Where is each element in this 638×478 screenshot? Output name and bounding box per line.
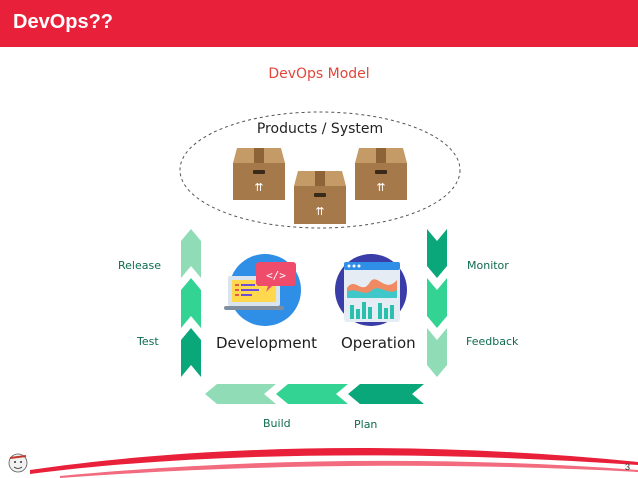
diagram-title: DevOps Model [268,66,370,82]
svg-text:⇈: ⇈ [315,205,324,218]
feedback-label: Feedback [466,335,519,348]
page-number: 3 [624,462,630,472]
build-plan-arrow [276,384,348,404]
build-arrow [205,384,276,404]
mascot-logo-icon [8,453,28,473]
release-arrow-bottom [181,278,201,328]
plan-arrow [348,384,424,404]
monitor-label: Monitor [467,259,509,272]
box-icon-center: ⇈ [294,171,346,224]
svg-text:</>: </> [266,269,286,282]
feedback-arrow-top [427,278,447,328]
feedback-arrow-bottom [427,328,447,377]
release-arrow-top [181,229,201,278]
box-icon-right: ⇈ [355,148,407,200]
system-label: Products / System [256,121,384,137]
test-arrow [181,328,201,377]
test-label: Test [137,335,159,348]
development-icon: </> [224,254,301,326]
plan-label: Plan [354,418,378,431]
slide-header: DevOps?? [0,0,638,47]
slide-title: DevOps?? [13,11,114,33]
operation-label: Operation [341,334,416,352]
release-label: Release [118,259,161,272]
development-label: Development [216,334,317,352]
box-icon-left: ⇈ [233,148,285,200]
svg-text:⇈: ⇈ [376,181,385,194]
system-ellipse [179,111,461,229]
monitor-arrow [427,229,447,278]
svg-text:⇈: ⇈ [254,181,263,194]
operation-icon [335,254,407,326]
build-label: Build [263,417,291,430]
